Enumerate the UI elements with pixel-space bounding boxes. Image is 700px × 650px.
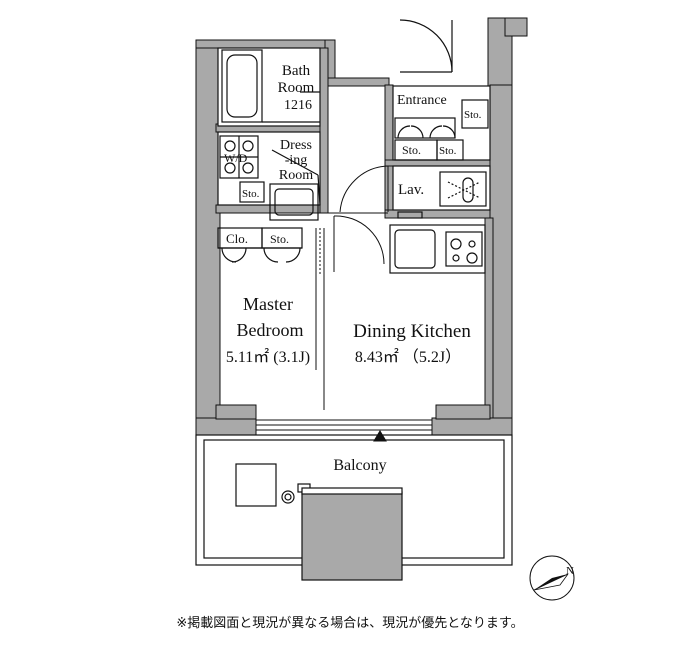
bedroom-closets [217,227,303,263]
dressing-label-1: Dress [280,138,312,153]
bath-label-2: Room [278,80,315,96]
sliding-partition [315,228,325,410]
lavatory [392,165,491,219]
dining-area-label: 8.43㎡ （5.2J） [355,348,461,366]
sto-bedroom-label: Sto. [270,232,289,246]
walls [195,17,528,436]
dressing-label-3: Room [279,168,313,183]
wd-label: W/D [224,151,248,165]
balcony-label: Balcony [333,457,386,474]
hallway-doors [328,165,389,272]
bedroom-label-2: Bedroom [237,320,304,340]
sto-entrance-label: Sto. [464,109,482,121]
balcony-windows [256,419,432,442]
dining-kitchen-label: Dining Kitchen [353,321,471,342]
disclaimer-note: ※掲載図面と現況が異なる場合は、現況が優先となります。 [176,616,524,631]
bedroom-label-1: Master [243,294,293,314]
dressing-label-2: -ing [285,153,308,168]
clo-label: Clo. [226,231,248,246]
entrance [392,19,491,161]
balcony [195,434,513,581]
lav-label: Lav. [398,182,424,198]
room-labels: Bath Room 1216 Dress -ing Room W/D Sto. … [224,63,482,474]
dressing-room [217,131,321,221]
bath-label-1: Bath [282,63,311,79]
kitchen-counter [389,224,486,274]
entrance-label: Entrance [397,93,447,108]
bath-label-3: 1216 [284,98,312,113]
sto-entrance-a-label: Sto. [402,143,421,157]
bathroom [217,47,321,127]
bedroom-area-label: 5.11㎡ (3.1J) [226,348,310,366]
compass-icon: N [529,555,575,601]
compass-north-label: N [566,565,574,577]
sto-dressing-label: Sto. [242,188,260,200]
sto-entrance-b-label: Sto. [439,145,457,157]
